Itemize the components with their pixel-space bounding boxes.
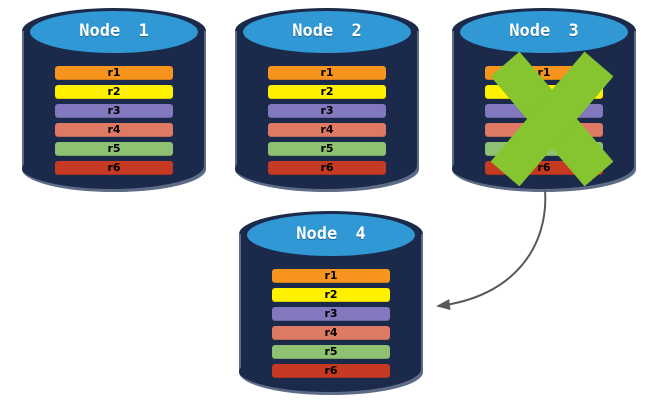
- replica-row-r2: r2: [55, 85, 173, 99]
- replica-row-r5: r5: [268, 142, 386, 156]
- replica-row-r4: r4: [268, 123, 386, 137]
- replica-row-r1: r1: [268, 66, 386, 80]
- replica-row-r6: r6: [272, 364, 390, 378]
- replica-row-r2: r2: [268, 85, 386, 99]
- node-cylinder: Node 1 r1 r2 r3 r4 r5 r6: [22, 8, 206, 192]
- replica-row-r3: r3: [55, 104, 173, 118]
- replica-rows: r1 r2 r3 r4 r5 r6: [268, 66, 386, 175]
- replica-rows: r1 r2 r3 r4 r5 r6: [55, 66, 173, 175]
- cylinder-lid: [247, 214, 415, 256]
- node-title: Node 4: [296, 224, 366, 244]
- node-cylinder: Node 3r1r2r3r4r5r6: [452, 8, 636, 192]
- cylinder-lid: [30, 11, 198, 53]
- cylinder-lid: [460, 11, 628, 53]
- node-cylinder: Node 2 r1 r2 r3 r4 r5 r6: [235, 8, 419, 192]
- replica-row-r1: r1: [272, 269, 390, 283]
- replica-row-r3: r3: [272, 307, 390, 321]
- replica-rows: r1 r2 r3 r4 r5 r6: [272, 269, 390, 378]
- replica-row-r3: r3: [268, 104, 386, 118]
- cylinder-lid: [243, 11, 411, 53]
- node-title: Node 1: [79, 21, 149, 41]
- replica-row-r6: r6: [55, 161, 173, 175]
- node-title: Node 3: [509, 21, 579, 41]
- replica-row-r6: r6: [268, 161, 386, 175]
- replica-row-r4: r4: [272, 326, 390, 340]
- replica-row-r5: r5: [272, 345, 390, 359]
- replica-row-r2: r2: [272, 288, 390, 302]
- x-mark-icon: [491, 51, 613, 187]
- node-title: Node 2: [292, 21, 362, 41]
- node-cylinder: Node 4 r1 r2 r3 r4 r5 r6: [239, 211, 423, 395]
- replica-row-r4: r4: [55, 123, 173, 137]
- replica-row-r5: r5: [55, 142, 173, 156]
- replica-row-r1: r1: [55, 66, 173, 80]
